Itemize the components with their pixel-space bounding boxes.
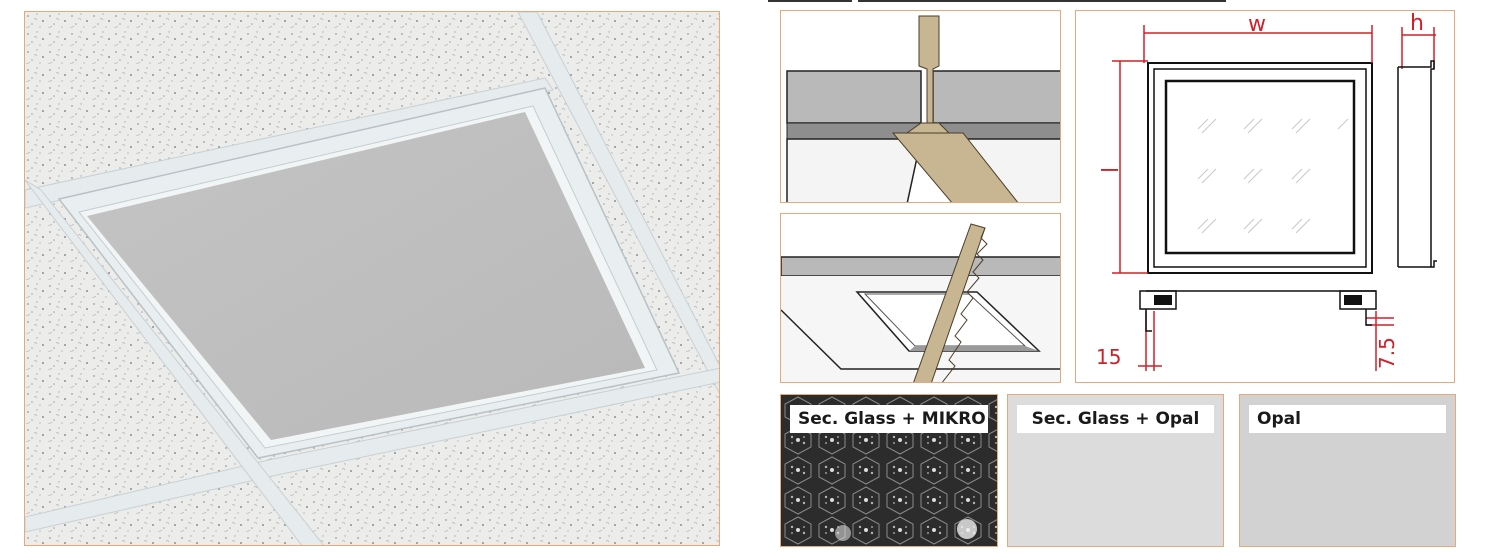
header-rule-left: [768, 0, 852, 2]
cutout-installation-illustration: [780, 213, 1061, 383]
ceiling-panel-photo: [24, 11, 720, 546]
header-rule-right: [858, 0, 1226, 2]
swatch-label-sec-opal: Sec. Glass + Opal: [1017, 405, 1214, 433]
swatch-label-mikro: Sec. Glass + MIKRO: [790, 405, 988, 433]
side-label: 15: [1096, 345, 1121, 369]
height-label: h: [1410, 11, 1424, 36]
width-label: w: [1248, 12, 1266, 37]
saw-blade: [913, 223, 988, 382]
swatch-sec-glass-mikro: Sec. Glass + MIKRO: [780, 394, 998, 547]
dimension-drawing: w h l 15 7.5: [1075, 10, 1455, 383]
depth-label: 7.5: [1375, 337, 1399, 369]
swatch-sec-glass-opal: Sec. Glass + Opal: [1007, 394, 1224, 547]
diffuser-panel: [87, 112, 645, 440]
swatch-opal: Opal: [1239, 394, 1456, 547]
length-label: l: [1099, 167, 1124, 173]
t-profile: [891, 15, 1019, 202]
t-profile-mounting-illustration: [780, 10, 1061, 203]
luminaire-frame: [57, 87, 681, 459]
swatch-label-opal: Opal: [1249, 405, 1446, 433]
